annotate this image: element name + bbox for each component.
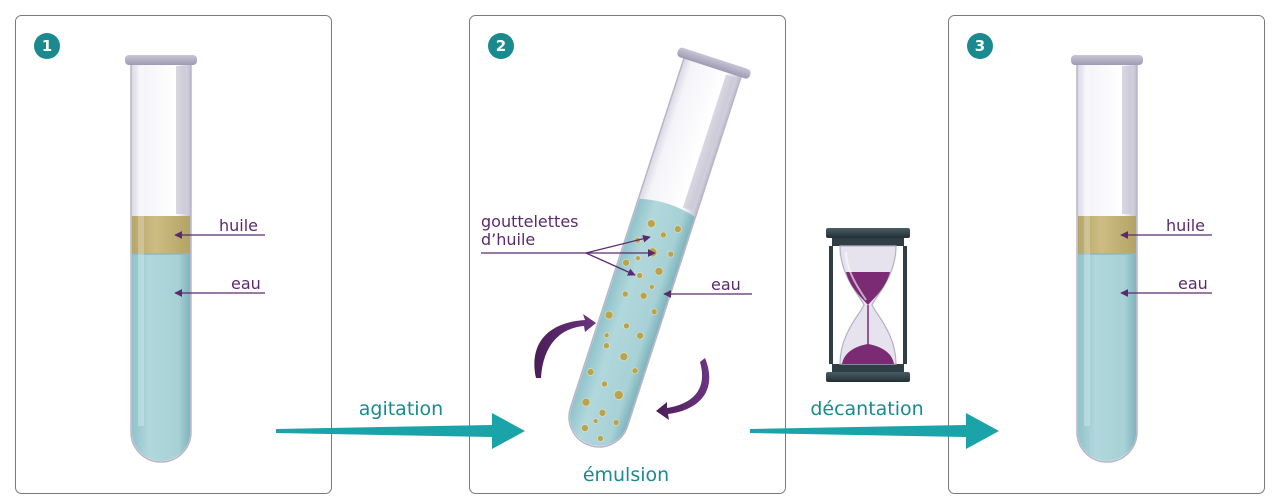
decantation-label: décantation [810, 398, 923, 420]
test-tube-icon [1071, 55, 1143, 463]
hourglass-icon [826, 228, 910, 382]
droplets-pointer-3 [585, 252, 636, 276]
test-tube-icon [125, 55, 197, 463]
oil-label: huile [219, 216, 258, 235]
droplets-label-line1: gouttelettes [481, 212, 579, 231]
water-label: eau [1178, 274, 1208, 293]
agitation-arrow [276, 413, 525, 449]
decantation-arrow [750, 413, 999, 449]
droplets-pointer-1 [585, 234, 651, 254]
droplets-label-line2: d’huile [481, 230, 535, 249]
agitation-label: agitation [359, 398, 443, 420]
oil-label: huile [1166, 216, 1205, 235]
step-badge-3: 3 [967, 33, 993, 59]
step-number-1: 1 [42, 37, 52, 55]
water-label: eau [711, 275, 741, 294]
emulsion-caption: émulsion [583, 464, 669, 486]
step-badge-2: 2 [488, 33, 514, 59]
step-number-2: 2 [496, 37, 506, 55]
step-number-3: 3 [975, 37, 985, 55]
step-badge-1: 1 [34, 33, 60, 59]
water-label: eau [231, 274, 261, 293]
rotation-arrow-icon [534, 314, 710, 420]
